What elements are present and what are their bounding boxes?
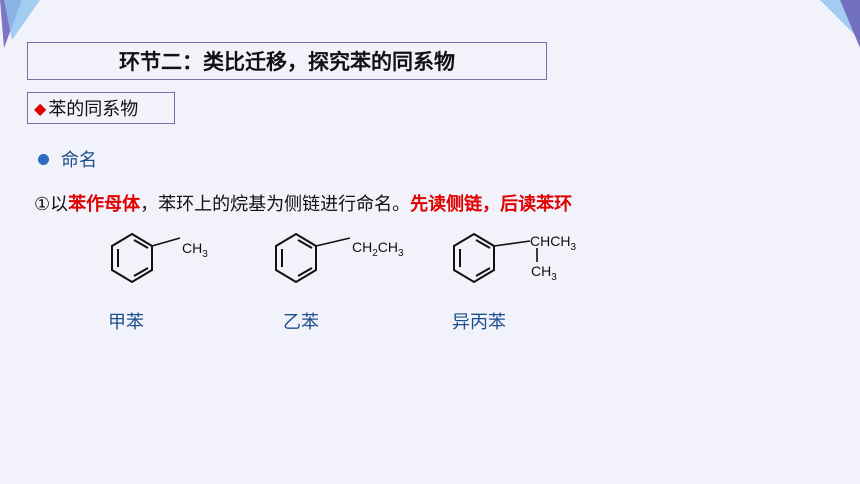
rule-highlight-parent: 苯作母体 [68,194,141,215]
svg-text:CHCH3: CHCH3 [530,233,576,253]
svg-text:CH3: CH3 [531,263,557,283]
ethyl-sub1: 2 [372,248,378,259]
rule-highlight-order: 先读侧链，后读苯环 [410,194,573,215]
ethyl-ch1: CH [352,239,372,255]
cumene-bottom: CH [531,263,551,279]
ethyl-ch2: CH [378,239,398,255]
naming-rule: ①以苯作母体，苯环上的烷基为侧链进行命名。先读侧链，后读苯环 [34,190,572,216]
section-heading-label: 苯的同系物 [48,99,139,120]
molecule-name-toluene: 甲苯 [108,312,144,333]
diamond-icon: ◆ [34,98,47,118]
slide-title: 环节二：类比迁移，探究苯的同系物 [27,42,547,80]
rule-middle: ，苯环上的烷基为侧链进行命名。 [140,194,411,215]
toluene-sub: 3 [202,249,208,260]
corner-decoration-left-icon [0,0,40,48]
toluene-ch: CH [182,240,202,256]
bullet-naming-label: 命名 [61,150,97,171]
molecule-name-ethylbenzene: 乙苯 [283,312,319,333]
corner-decoration-right-icon [820,0,860,48]
ethyl-sub2: 3 [398,248,404,259]
rule-prefix: ①以 [34,194,69,215]
bullet-naming: 命名 [38,146,97,172]
svg-text:CH2CH3: CH2CH3 [352,239,404,259]
bullet-dot-icon [38,153,49,165]
svg-text:CH3: CH3 [182,240,208,260]
cumene-bottom-sub: 3 [551,272,557,283]
ethylbenzene-structure: CH2CH3 [275,232,404,284]
cumene-top-sub: 3 [570,242,576,253]
slide-title-text: 环节二：类比迁移，探究苯的同系物 [119,50,455,74]
cumene-structure: CHCH3 CH3 [453,232,576,284]
toluene-structure: CH3 [111,232,208,284]
section-heading: ◆ 苯的同系物 [27,92,175,124]
cumene-top: CHCH [530,233,570,249]
molecule-name-cumene: 异丙苯 [452,312,506,333]
